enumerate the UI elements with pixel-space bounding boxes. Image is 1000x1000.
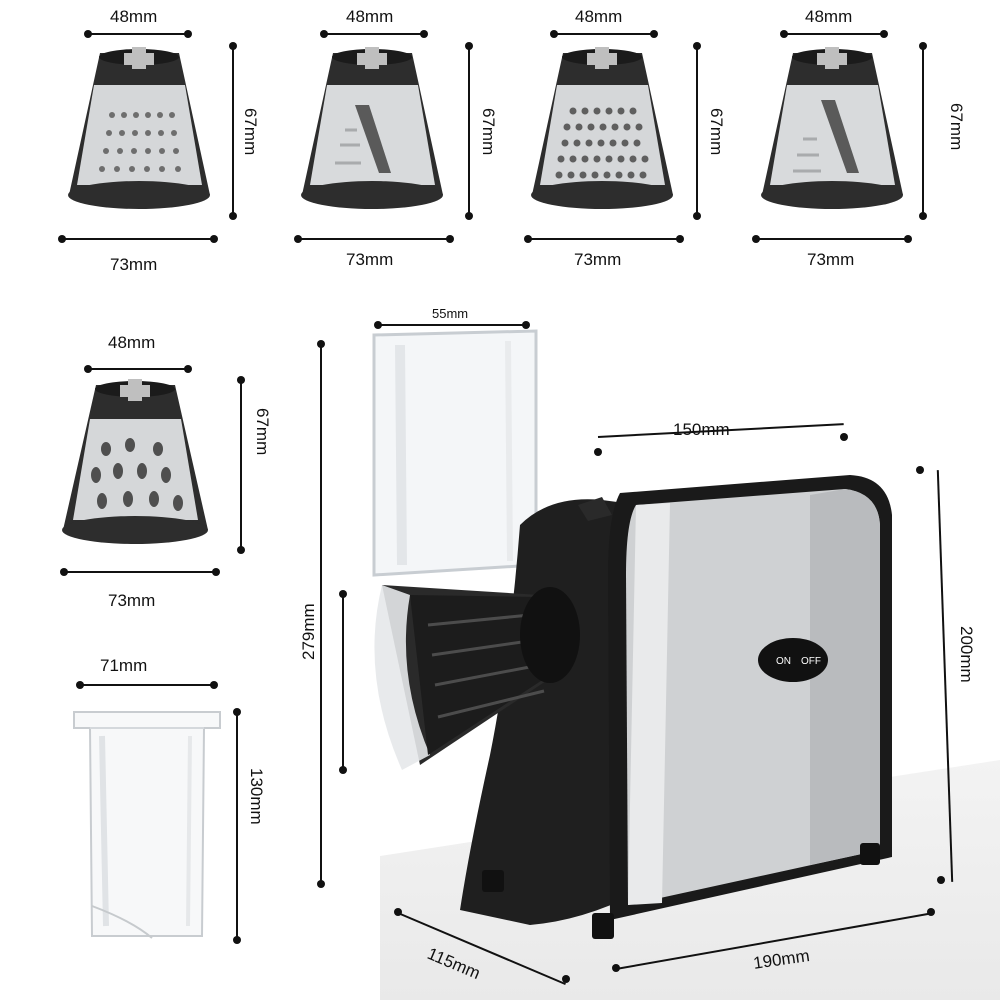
dim-dot [84,365,92,373]
dim-dot [294,235,302,243]
dim-dot [317,880,325,888]
dim-dot [693,212,701,220]
drum-5-top-dim-line [88,368,188,370]
drum-2-top-label: 48mm [346,7,394,26]
dim-dot [237,376,245,384]
dim-dot [650,30,658,38]
drum-4-bottom-dim-line [756,238,908,240]
drum-1-top-label: 48mm [110,7,158,26]
dim-dot [880,30,888,38]
total-height-label: 279mm [299,603,318,660]
dim-dot [317,340,325,348]
dim-dot [229,42,237,50]
drum-1-top-dim-line [88,33,188,35]
dim-dot [212,568,220,576]
chute-width-label: 55mm [432,306,469,321]
drum-4-top-label: 48mm [805,7,853,26]
dim-dot [752,235,760,243]
chute-width-dim-line [378,324,526,326]
dim-dot [780,30,788,38]
dim-dot [524,235,532,243]
dim-dot [927,908,935,916]
drum-1-image [62,45,217,215]
top-length-label: 150mm [673,420,730,439]
drum-3-bottom-label: 73mm [574,250,622,269]
dim-dot [320,30,328,38]
dim-dot [60,568,68,576]
total-height-dim-line [320,344,322,884]
drum-2-height-dim-line [468,46,470,216]
pusher-width-dim-line [80,684,214,686]
dim-dot [84,30,92,38]
food-pusher-image [72,706,222,946]
dim-dot [465,212,473,220]
drum-2-height-label: 67mm [479,108,498,156]
dim-dot [693,42,701,50]
drum-1-height-label: 67mm [241,108,260,156]
drum-5-top-label: 48mm [108,333,156,352]
dim-dot [339,590,347,598]
dim-dot [58,235,66,243]
pusher-width-label: 71mm [100,656,148,675]
dim-dot [339,766,347,774]
drum-2-top-dim-line [324,33,424,35]
dim-dot [210,681,218,689]
dim-dot [210,235,218,243]
dim-dot [184,365,192,373]
dim-dot [237,546,245,554]
dim-dot [420,30,428,38]
dim-dot [612,964,620,972]
drum-4-bottom-label: 73mm [807,250,855,269]
dim-dot [937,876,945,884]
dim-dot [446,235,454,243]
dim-dot [184,30,192,38]
dim-dot [522,321,530,329]
dim-dot [840,433,848,441]
dim-dot [594,448,602,456]
dim-dot [676,235,684,243]
dim-dot [919,212,927,220]
drum-3-height-label: 67mm [707,108,726,156]
dim-dot [550,30,558,38]
dim-dot [229,212,237,220]
drum-4-image [755,45,910,215]
drum-3-bottom-dim-line [528,238,680,240]
drum-1-bottom-dim-line [62,238,214,240]
drum-1-height-dim-line [232,46,234,216]
drum-5-image [58,375,213,550]
dim-dot [904,235,912,243]
salad-maker-image: ON OFF [340,325,910,955]
dim-dot [76,681,84,689]
pusher-height-label: 130mm [247,768,266,825]
drum-3-top-label: 48mm [575,7,623,26]
dim-dot [233,936,241,944]
drum-4-height-dim-line [922,46,924,216]
dim-dot [394,908,402,916]
drum-2-bottom-label: 73mm [346,250,394,269]
body-height-label: 200mm [957,626,976,683]
dim-dot [562,975,570,983]
drum-2-image [295,45,450,215]
drum-5-bottom-dim-line [64,571,216,573]
drum-3-top-dim-line [554,33,654,35]
cone-dim-line [342,594,344,770]
dim-dot [919,42,927,50]
drum-5-height-label: 67mm [253,408,272,456]
switch-on-text: ON [776,656,791,667]
drum-3-height-dim-line [696,46,698,216]
drum-5-height-dim-line [240,380,242,550]
dim-dot [465,42,473,50]
drum-1-bottom-label: 73mm [110,255,158,274]
dim-dot [233,708,241,716]
drum-5-bottom-label: 73mm [108,591,156,610]
drum-2-bottom-dim-line [298,238,450,240]
drum-3-image [525,45,680,215]
dim-dot [916,466,924,474]
dim-dot [374,321,382,329]
drum-4-top-dim-line [784,33,884,35]
drum-4-height-label: 67mm [947,103,966,151]
pusher-height-dim-line [236,712,238,940]
switch-off-text: OFF [801,656,821,667]
